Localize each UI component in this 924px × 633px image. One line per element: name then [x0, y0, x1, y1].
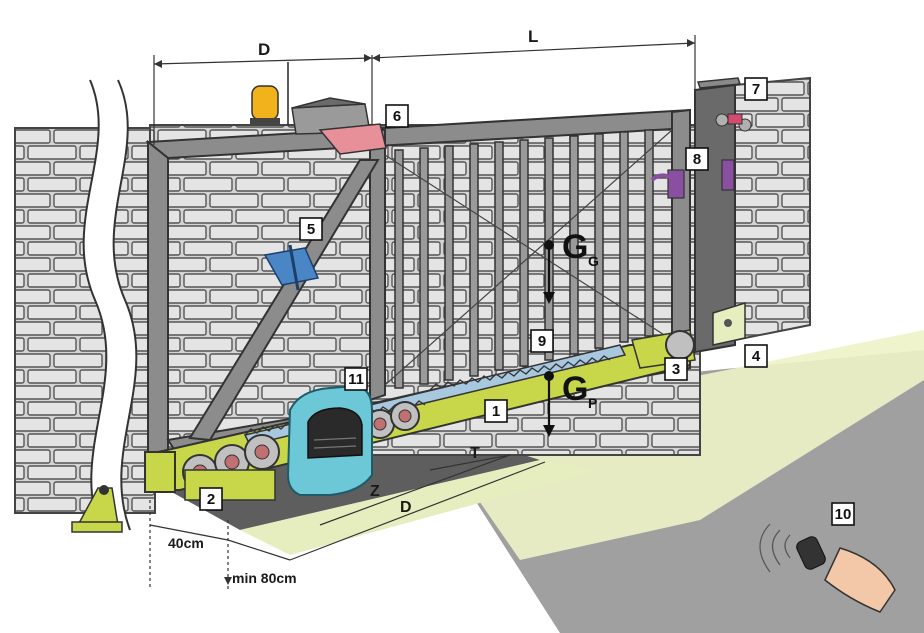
- dim-clearance: 40cm: [168, 535, 204, 551]
- wall-break-cut: [83, 80, 137, 530]
- callout-9: 9: [530, 329, 554, 353]
- callout-label: 1: [492, 403, 500, 420]
- rack-weight-subscript: P: [588, 395, 597, 411]
- key-switch: [715, 113, 752, 132]
- remote-control: [759, 523, 896, 613]
- rack-weight-label: G: [562, 370, 588, 408]
- callout-7: 7: [744, 77, 768, 101]
- receiving-bracket: [712, 301, 746, 346]
- foundation-light-strip: [240, 460, 600, 555]
- gate-weight-label: G: [562, 228, 588, 266]
- callout-label: 9: [538, 333, 546, 350]
- callout-label: 6: [393, 108, 401, 125]
- dimension-lines: [149, 35, 696, 590]
- gate-guide-bracket: [263, 244, 320, 291]
- right-wall: [734, 76, 811, 342]
- gate-motor: [286, 384, 373, 496]
- gate-weight-arrow: [543, 240, 555, 304]
- gate-end-stop-left: [144, 451, 176, 493]
- dim-min-depth: min 80cm: [232, 570, 297, 586]
- callout-label: 5: [307, 221, 315, 238]
- callout-label: 11: [348, 371, 364, 388]
- callout-label: 10: [835, 506, 852, 523]
- callout-label: 8: [693, 151, 701, 168]
- photocell-top: [318, 123, 387, 155]
- callout-label: 7: [752, 81, 760, 98]
- gate-weight-subscript: G: [588, 253, 599, 269]
- callout-8: 8: [685, 147, 709, 171]
- dim-z: Z: [370, 483, 380, 500]
- callout-label: 3: [672, 361, 680, 378]
- callout-3: 3: [664, 357, 688, 381]
- callout-2: 2: [199, 487, 223, 511]
- callout-4: 4: [744, 344, 768, 368]
- dim-l-top: L: [528, 27, 538, 46]
- callout-11: 11: [344, 367, 368, 391]
- gate-lock: [650, 159, 735, 199]
- callout-5: 5: [299, 217, 323, 241]
- callout-1: 1: [484, 399, 508, 423]
- dim-d-top: D: [258, 40, 270, 59]
- callout-10: 10: [831, 502, 855, 526]
- callout-group: 1 2 3 4 5 6 7 8 9 10 11: [199, 77, 855, 526]
- rack-weight-arrow: [543, 371, 555, 437]
- dimension-arrowheads: [154, 39, 695, 585]
- dim-t: T: [470, 445, 480, 462]
- dim-d-bottom: D: [400, 499, 412, 516]
- left-wall: [14, 127, 156, 514]
- post-anchor: [71, 485, 123, 533]
- callout-6: 6: [385, 104, 409, 128]
- callout-label: 2: [207, 491, 215, 508]
- wheel-mount-plate: [184, 469, 276, 501]
- flashing-lamp: [250, 62, 289, 126]
- callout-label: 4: [752, 348, 761, 365]
